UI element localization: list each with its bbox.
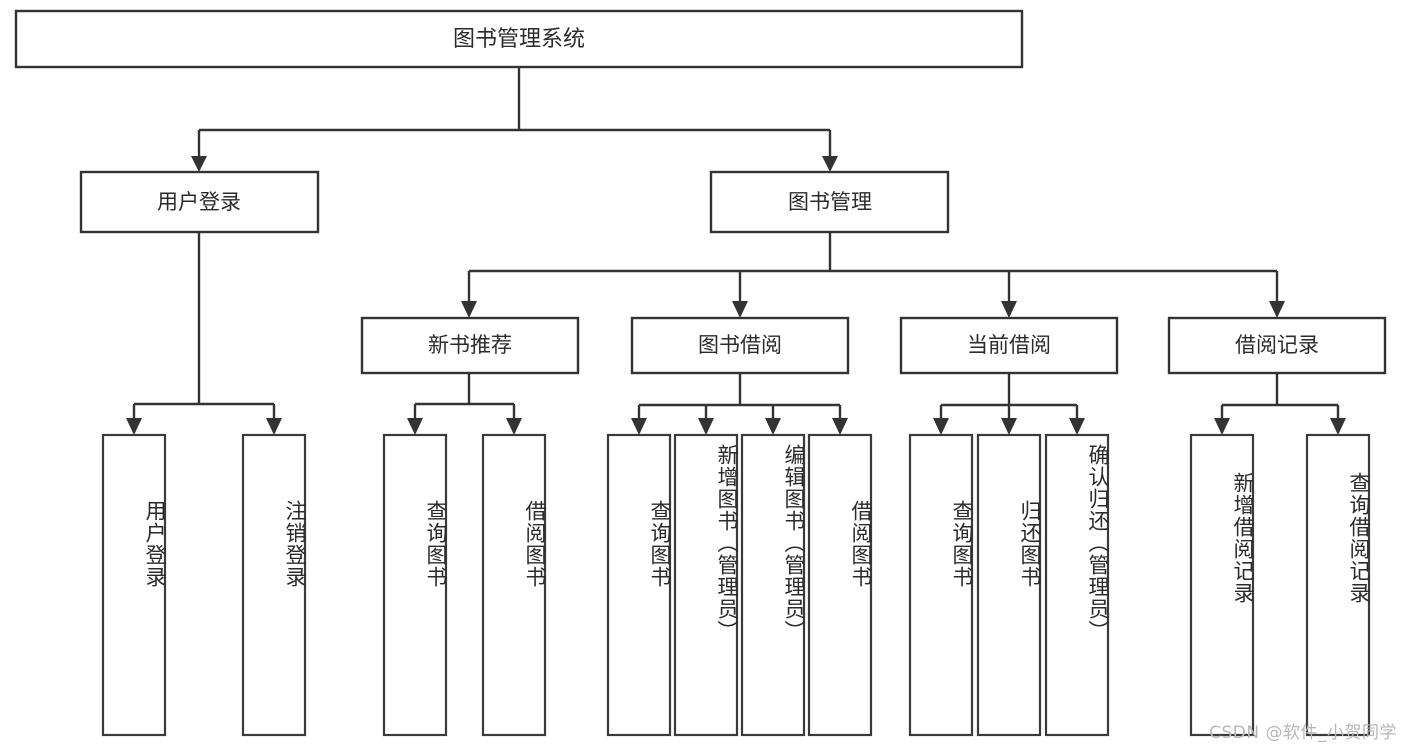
arrow-head-bookmgmt: [822, 156, 838, 172]
arrow-head-leaf-current-return: [1001, 418, 1017, 435]
node-box-current[interactable]: [899, 316, 1119, 375]
node-box-leaf-borrow-do[interactable]: [807, 433, 873, 737]
arrow-head-leaf-current-query: [933, 418, 949, 435]
arrow-head-leaf-borrow-query: [631, 418, 647, 435]
node-label-newbook: 新书推荐: [428, 333, 512, 357]
arrow-head-leaf-borrow-do: [832, 418, 848, 435]
node-labels: 图书管理系统 用户登录 图书管理 新书推荐 图书借阅 当前借阅 借阅记录: [157, 27, 1319, 357]
node-label-record: 借阅记录: [1235, 333, 1319, 357]
node-label-login: 用户登录: [157, 190, 241, 214]
node-box-leaf-user-login[interactable]: [101, 433, 167, 737]
arrow-head-leaf-borrow-edit: [765, 418, 781, 435]
node-box-bookmgmt[interactable]: [709, 170, 950, 234]
node-box-record[interactable]: [1167, 316, 1387, 375]
node-box-leaf-record-query[interactable]: [1305, 433, 1371, 737]
node-label-borrow: 图书借阅: [698, 333, 782, 357]
node-box-root[interactable]: [14, 9, 1024, 69]
node-box-leaf-current-return[interactable]: [976, 433, 1042, 737]
node-box-leaf-current-confirm[interactable]: [1044, 433, 1110, 737]
node-box-leaf-newbook-borrow[interactable]: [481, 433, 547, 737]
node-box-leaf-user-logout[interactable]: [241, 433, 307, 737]
node-box-leaf-borrow-edit[interactable]: [740, 433, 806, 737]
arrow-head-leaf-record-query: [1330, 418, 1346, 435]
arrow-head-current: [1001, 301, 1017, 318]
arrow-head-leaf-newbook-borrow: [506, 418, 522, 435]
arrow-head-leaf-record-add: [1214, 418, 1230, 435]
node-box-borrow[interactable]: [630, 316, 850, 375]
node-label-bookmgmt: 图书管理: [788, 190, 872, 214]
node-box-newbook[interactable]: [360, 316, 580, 375]
csdn-watermark: CSDN @软件_小贺同学: [1209, 723, 1397, 743]
node-box-login[interactable]: [79, 170, 320, 234]
arrow-head-borrow: [732, 301, 748, 318]
connectors: [126, 67, 1346, 435]
arrow-head-leaf-user-logout: [266, 418, 282, 435]
node-box-leaf-newbook-query[interactable]: [382, 433, 448, 737]
node-box-leaf-borrow-add[interactable]: [673, 433, 739, 737]
arrow-head-record: [1269, 301, 1285, 318]
node-boxes: [14, 9, 1387, 737]
arrow-head-login: [191, 156, 207, 172]
node-box-leaf-current-query[interactable]: [908, 433, 974, 737]
node-label-current: 当前借阅: [967, 333, 1051, 357]
arrow-head-leaf-current-confirm: [1069, 418, 1085, 435]
arrow-head-leaf-user-login: [126, 418, 142, 435]
arrow-head-leaf-newbook-query: [407, 418, 423, 435]
node-box-leaf-borrow-query[interactable]: [606, 433, 672, 737]
node-label-root: 图书管理系统: [453, 27, 585, 52]
arrow-head-leaf-borrow-add: [698, 418, 714, 435]
node-box-leaf-record-add[interactable]: [1189, 433, 1255, 737]
arrow-head-newbook: [461, 301, 477, 318]
